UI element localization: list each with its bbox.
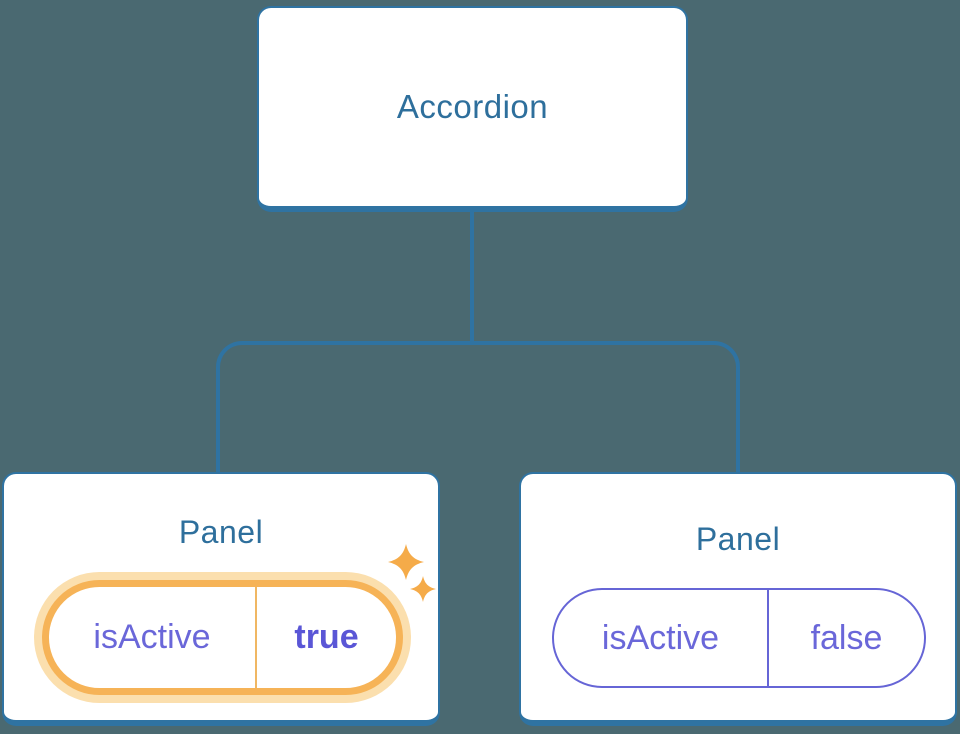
panel-label: Panel [695,521,781,557]
sparkle-small [410,576,436,602]
sparkles-icon [388,544,436,602]
panel-node-inactive: Panel isActive false [519,472,957,726]
panel-node-active: Panel isActive true [2,472,440,726]
connector-branch [216,341,740,472]
state-name: isActive [554,590,769,686]
accordion-label: Accordion [396,88,549,125]
state-value: true [294,618,359,656]
accordion-node: Accordion [257,6,688,212]
state-pill-active: isActive true [42,580,403,695]
connector-stem [470,212,474,344]
panel-label: Panel [178,514,264,550]
state-value: false [810,618,883,657]
sparkle-large [388,544,424,580]
state-name: isActive [49,587,257,688]
state-pill-inactive: isActive false [552,588,926,688]
